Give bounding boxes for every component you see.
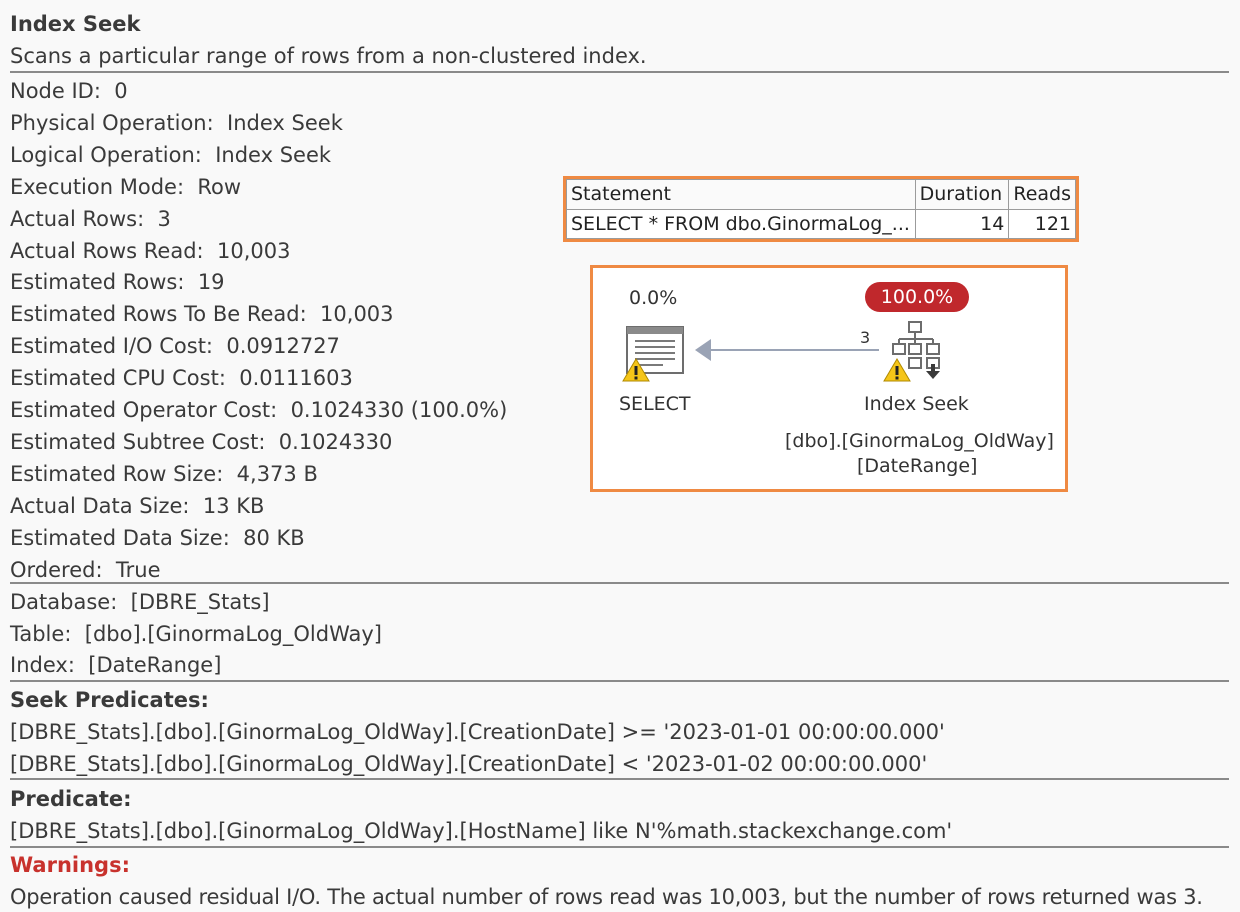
divider xyxy=(10,846,1229,848)
divider xyxy=(10,680,1229,682)
property-key: Estimated Row Size xyxy=(10,462,237,486)
predicate-text: [DBRE_Stats].[dbo].[GinormaLog_OldWay].[… xyxy=(10,819,953,843)
property-value: 19 xyxy=(197,270,225,295)
property-key: Estimated Subtree Cost xyxy=(10,430,279,454)
property-row: Estimated CPU Cost0.0111603 xyxy=(10,364,353,392)
select-operator-label: SELECT xyxy=(619,393,691,415)
select-operator-icon[interactable] xyxy=(623,324,689,386)
property-row: Estimated Rows To Be Read10,003 xyxy=(10,300,394,328)
property-key: Actual Rows xyxy=(10,207,158,231)
predicate-header: Predicate: xyxy=(10,787,132,811)
property-value: 10,003 xyxy=(320,302,394,327)
property-row: Actual Rows3 xyxy=(10,205,171,233)
operator-cost-badge: 100.0% xyxy=(865,282,969,312)
property-key: Estimated Rows To Be Read xyxy=(10,302,320,326)
index-seek-operator-icon[interactable] xyxy=(889,320,949,382)
property-value: 0.0912727 xyxy=(226,334,340,359)
seek-predicate-line: [DBRE_Stats].[dbo].[GinormaLog_OldWay].[… xyxy=(10,752,928,776)
object-key: Database xyxy=(10,590,131,614)
property-value: 80 KB xyxy=(243,525,305,550)
results-grid: Statement Duration Reads SELECT * FROM d… xyxy=(563,176,1079,242)
property-row: Estimated Operator Cost0.1024330 (100.0%… xyxy=(10,396,507,424)
duration-cell[interactable]: 14 xyxy=(914,208,1010,239)
column-header-reads[interactable]: Reads xyxy=(1008,179,1076,210)
seek-predicate-line: [DBRE_Stats].[dbo].[GinormaLog_OldWay].[… xyxy=(10,720,945,744)
column-header-statement[interactable]: Statement xyxy=(566,179,916,210)
property-key: Execution Mode xyxy=(10,175,197,199)
property-row: Logical OperationIndex Seek xyxy=(10,141,331,169)
index-seek-index-label: [DateRange] xyxy=(857,455,978,477)
warning-icon xyxy=(622,358,650,382)
object-key: Table xyxy=(10,622,85,646)
property-row: Estimated Subtree Cost0.1024330 xyxy=(10,428,392,456)
property-value: Row xyxy=(197,174,242,199)
operator-description: Scans a particular range of rows from a … xyxy=(10,44,647,68)
object-row: Table[dbo].[GinormaLog_OldWay] xyxy=(10,620,382,648)
object-value: [DateRange] xyxy=(88,653,222,677)
data-flow-arrow[interactable] xyxy=(691,334,881,364)
property-key: Estimated Data Size xyxy=(10,526,243,550)
property-row: Estimated Data Size80 KB xyxy=(10,524,305,552)
property-key: Actual Rows Read xyxy=(10,239,217,263)
index-seek-object-label: [dbo].[GinormaLog_OldWay] xyxy=(785,430,1054,452)
warning-text: Operation caused residual I/O. The actua… xyxy=(10,885,1203,909)
object-value: [DBRE_Stats] xyxy=(130,590,270,614)
statement-cell[interactable]: SELECT * FROM dbo.GinormaLog_... xyxy=(566,208,916,239)
property-value: 4,373 B xyxy=(236,461,318,486)
arrow-row-count: 3 xyxy=(860,328,871,347)
object-row: Index[DateRange] xyxy=(10,651,221,679)
object-value: [dbo].[GinormaLog_OldWay] xyxy=(84,621,382,646)
property-key: Estimated CPU Cost xyxy=(10,366,239,390)
property-value: 0.1024330 xyxy=(278,429,393,454)
property-row: Estimated Row Size4,373 B xyxy=(10,460,318,488)
property-row: Node ID0 xyxy=(10,77,128,105)
reads-cell[interactable]: 121 xyxy=(1008,208,1076,239)
property-value: 3 xyxy=(157,206,171,231)
operator-title: Index Seek xyxy=(10,12,141,36)
property-key: Node ID xyxy=(10,79,114,103)
property-value: 13 KB xyxy=(202,493,265,518)
column-header-duration[interactable]: Duration xyxy=(914,179,1010,210)
property-value: 0.1024330 (100.0%) xyxy=(290,398,508,422)
property-key: Actual Data Size xyxy=(10,494,203,518)
property-key: Physical Operation xyxy=(10,111,227,135)
results-header-row: Statement Duration Reads xyxy=(566,179,1076,210)
object-row: Database[DBRE_Stats] xyxy=(10,588,270,616)
seek-predicates-header: Seek Predicates: xyxy=(10,688,209,712)
property-row: Actual Data Size13 KB xyxy=(10,492,264,520)
warning-icon xyxy=(883,358,911,382)
property-value: 10,003 xyxy=(216,238,291,263)
property-key: Estimated I/O Cost xyxy=(10,334,226,358)
property-key: Estimated Rows xyxy=(10,270,198,294)
execution-plan: 0.0% SELECT 3 100.0% xyxy=(590,265,1068,492)
warnings-header: Warnings: xyxy=(10,853,130,877)
property-key: Ordered xyxy=(10,558,116,582)
property-value: True xyxy=(115,557,161,582)
property-row: Estimated I/O Cost0.0912727 xyxy=(10,332,340,360)
property-row: Execution ModeRow xyxy=(10,173,241,201)
divider xyxy=(10,71,1229,73)
property-value: 0.0111603 xyxy=(239,366,353,391)
property-value: Index Seek xyxy=(227,110,343,135)
property-value: Index Seek xyxy=(215,142,332,167)
index-seek-operator-label: Index Seek xyxy=(864,393,969,415)
property-row: OrderedTrue xyxy=(10,556,161,584)
property-row: Actual Rows Read10,003 xyxy=(10,237,290,265)
divider xyxy=(10,778,1229,780)
property-row: Estimated Rows19 xyxy=(10,268,225,296)
select-cost-label: 0.0% xyxy=(629,287,678,309)
property-row: Physical OperationIndex Seek xyxy=(10,109,343,137)
property-key: Estimated Operator Cost xyxy=(10,398,291,422)
property-value: 0 xyxy=(114,79,128,103)
table-row[interactable]: SELECT * FROM dbo.GinormaLog_... 14 121 xyxy=(566,208,1076,239)
object-key: Index xyxy=(10,653,88,677)
property-key: Logical Operation xyxy=(10,143,215,167)
divider xyxy=(10,582,1229,584)
